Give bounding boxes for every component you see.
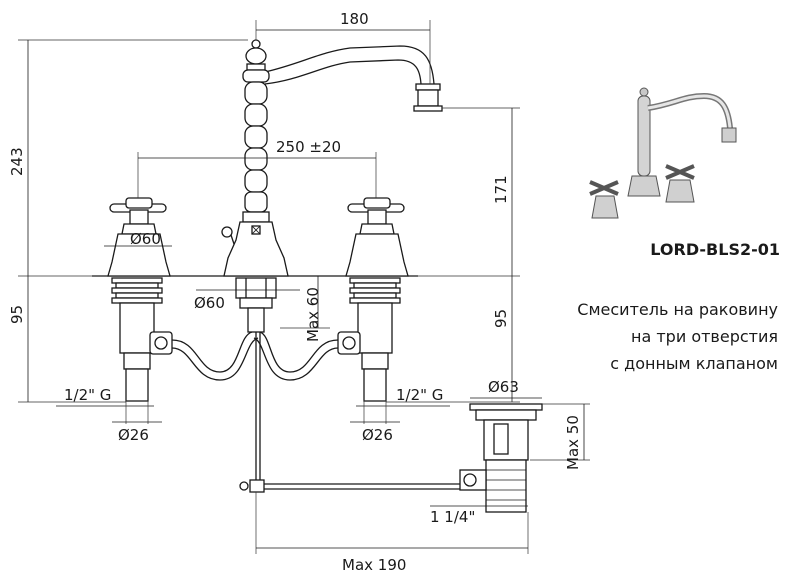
dim-drain-thread: 1 1/4" — [430, 508, 475, 526]
connection-hoses — [149, 331, 361, 381]
dim-handle-base-dia: Ø60 — [130, 230, 161, 248]
dim-spout-base-dia: Ø60 — [194, 294, 225, 312]
dim-right-thread: 1/2" G — [396, 386, 443, 404]
description-line: на три отверстия — [631, 327, 778, 346]
spout-shank — [235, 277, 277, 333]
product-model: LORD-BLS2-01 — [650, 240, 780, 259]
dim-drain-height: Max 50 — [564, 415, 582, 470]
dim-spout-height: 171 — [492, 175, 510, 204]
dim-right-below: 95 — [492, 309, 510, 328]
pull-rod — [239, 332, 460, 493]
right-handle — [345, 197, 409, 277]
right-valve-body — [349, 277, 401, 402]
drain-valve — [459, 403, 543, 513]
dim-left-thread: 1/2" G — [64, 386, 111, 404]
product-photo — [589, 87, 737, 219]
left-valve-body — [111, 277, 163, 402]
left-handle — [107, 197, 171, 277]
description-line: Смеситель на раковину — [577, 300, 778, 319]
spout-assembly — [221, 39, 443, 277]
dim-spout-reach: 180 — [340, 10, 369, 28]
dim-left-shank: Ø26 — [118, 426, 149, 444]
dim-handle-spacing: 250 ±20 — [276, 138, 341, 156]
dim-total-height: 243 — [8, 147, 26, 176]
dim-left-below: 95 — [8, 305, 26, 324]
description-line: с донным клапаном — [610, 354, 778, 373]
dim-pull-rod: Max 190 — [342, 556, 406, 574]
dim-max-counter: Max 60 — [304, 287, 322, 342]
product-description: Смеситель на раковину на три отверстия с… — [520, 296, 778, 377]
dim-right-shank: Ø26 — [362, 426, 393, 444]
dim-drain-dia: Ø63 — [488, 378, 519, 396]
